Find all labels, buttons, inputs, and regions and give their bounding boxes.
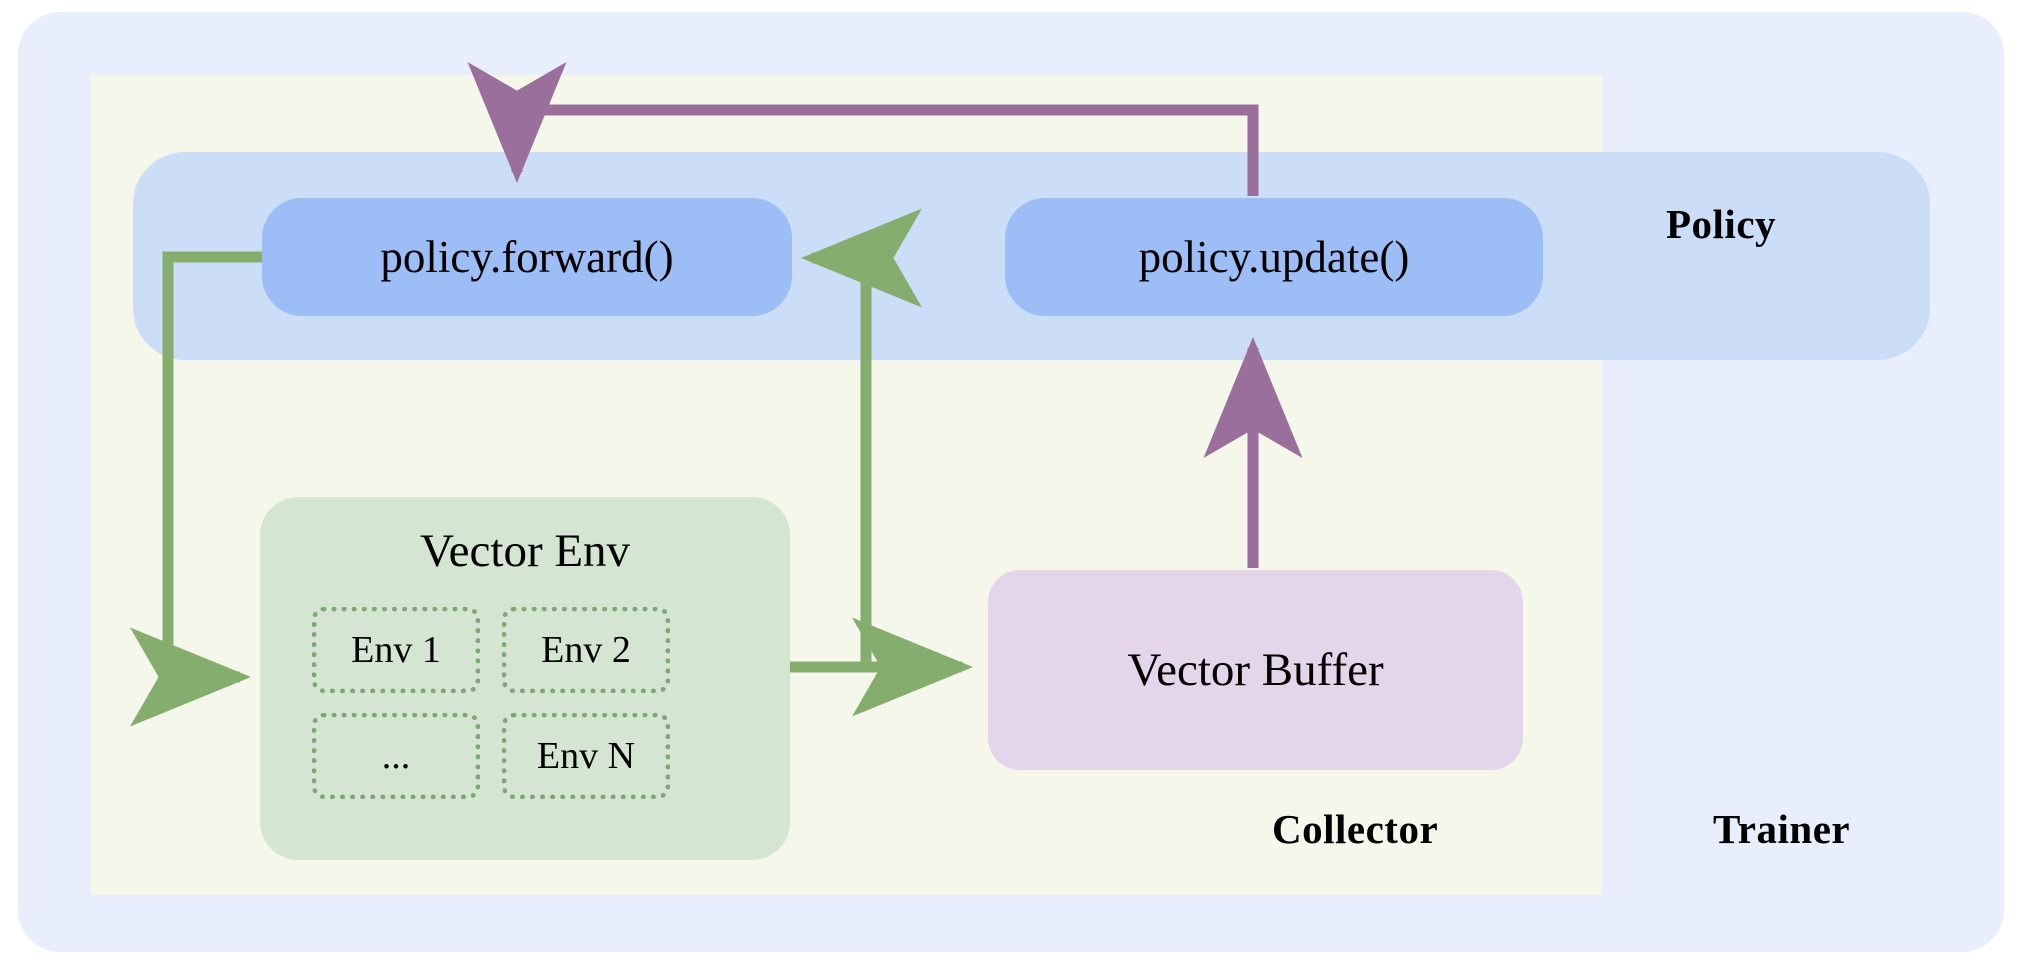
env-cell-1[interactable]: Env 1 (312, 607, 480, 693)
node-policy-forward-label: policy.forward() (380, 232, 674, 282)
policy-group-label: Policy (1666, 201, 1777, 247)
env-cell-1-label: Env 1 (351, 629, 441, 671)
env-cell-ellipsis[interactable]: ... (312, 713, 480, 799)
node-policy-update-label: policy.update() (1138, 232, 1410, 282)
env-cell-2[interactable]: Env 2 (502, 607, 670, 693)
collector-group-label: Collector (1272, 806, 1439, 852)
env-grid: Env 1 Env 2 ... Env N (312, 607, 740, 799)
env-cell-n-label: Env N (536, 735, 636, 777)
node-policy-update[interactable]: policy.update() (1005, 198, 1543, 316)
node-vector-buffer-label: Vector Buffer (1127, 644, 1384, 696)
env-cell-ellipsis-label: ... (381, 735, 411, 777)
node-vector-buffer[interactable]: Vector Buffer (988, 570, 1523, 770)
trainer-group-label: Trainer (1713, 806, 1851, 852)
node-vector-env[interactable]: Vector Env Env 1 Env 2 ... Env N (260, 497, 790, 860)
env-cell-2-label: Env 2 (541, 629, 631, 671)
env-cell-n[interactable]: Env N (502, 713, 670, 799)
node-vector-env-title: Vector Env (419, 525, 631, 577)
node-policy-forward[interactable]: policy.forward() (262, 198, 792, 316)
